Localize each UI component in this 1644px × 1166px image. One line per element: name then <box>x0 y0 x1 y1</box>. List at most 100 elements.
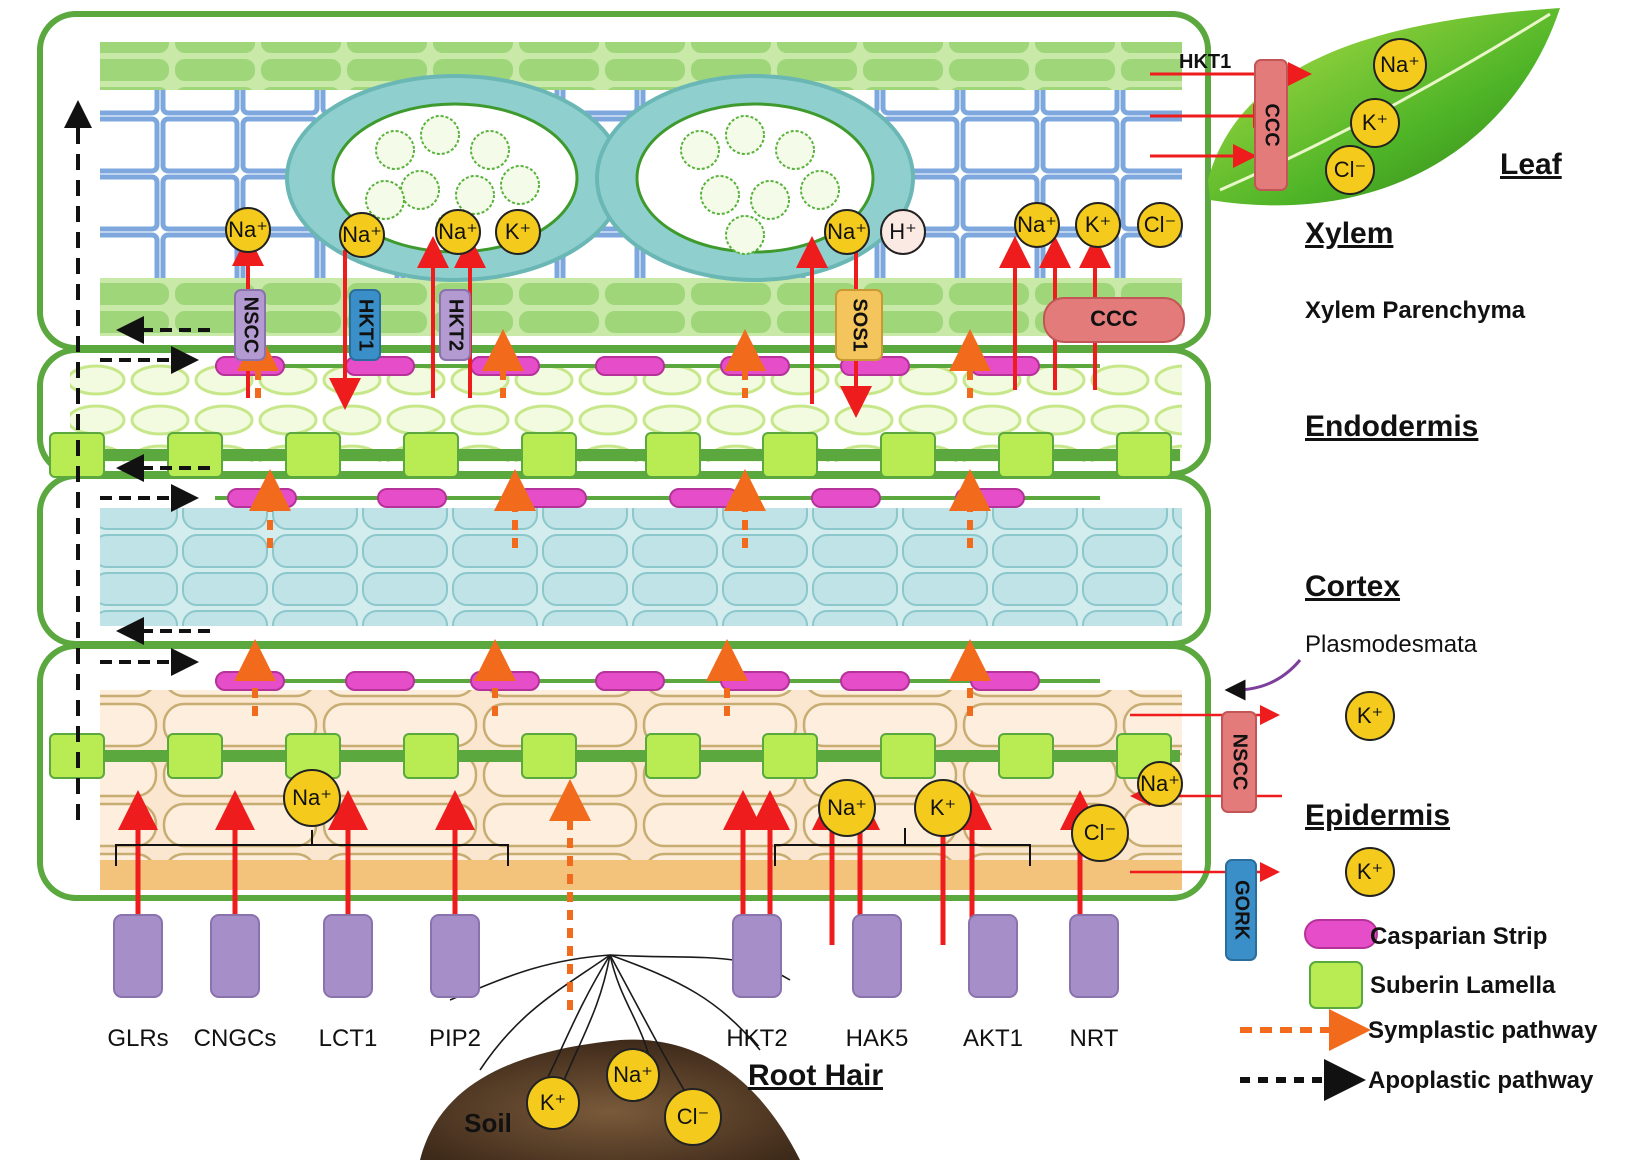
sieve-element <box>700 175 740 215</box>
side-ion-na <box>1137 761 1183 807</box>
casparian-strip <box>345 671 415 691</box>
ion-label: Cl⁻ <box>1334 157 1366 182</box>
suberin-lamella <box>762 432 818 478</box>
ion-label: Na⁺ <box>1140 771 1180 796</box>
bottom-channel-label: HAK5 <box>846 1025 909 1052</box>
epidermis-nscc-channel-label: NSCC <box>1229 734 1251 791</box>
cortex-title: Cortex <box>1305 570 1400 603</box>
ion-label: Cl⁻ <box>1144 212 1176 237</box>
suberin-lamella <box>521 432 577 478</box>
leaf-ion-cl <box>1325 145 1375 195</box>
ion-label: Cl⁻ <box>1084 820 1116 845</box>
sieve-element <box>680 130 720 170</box>
epidermis-nscc-channel <box>1221 711 1257 813</box>
bottom-channel-label: CNGCs <box>194 1025 277 1052</box>
ion-label: Na⁺ <box>292 785 332 810</box>
ion-label: H⁺ <box>889 219 917 244</box>
xylem-ion-k <box>1075 202 1121 248</box>
bottom-channel-label: NRT <box>1070 1025 1119 1052</box>
suberin-lamella <box>403 432 459 478</box>
bottom-channel <box>113 914 163 998</box>
ion-label: Na⁺ <box>228 217 268 242</box>
casparian-strip <box>595 671 665 691</box>
root-hair <box>559 954 611 1091</box>
suberin-lamella <box>880 733 936 779</box>
ion-label: Cl⁻ <box>677 1104 709 1129</box>
root-hair <box>609 954 691 1101</box>
bottom-channel <box>732 914 782 998</box>
suberin-lamella <box>762 733 818 779</box>
legend-suberin-label: Suberin Lamella <box>1370 972 1556 999</box>
leaf-title: Leaf <box>1500 148 1563 181</box>
casparian-strip <box>215 671 285 691</box>
casparian-strip <box>669 488 739 508</box>
legend-casparian-swatch <box>1304 919 1378 949</box>
sieve-element <box>365 180 405 220</box>
hkt1-channel-label: HKT1 <box>355 299 377 351</box>
sieve-element <box>725 215 765 255</box>
leaf-ccc-channel <box>1254 59 1288 191</box>
bottom-channel-label: PIP2 <box>429 1025 481 1052</box>
bottom-channel-label: GLRs <box>107 1025 168 1052</box>
ion-label: K⁺ <box>1085 212 1111 237</box>
suberin-lamella <box>645 733 701 779</box>
ion-label: Na⁺ <box>613 1062 653 1087</box>
sieve-element <box>470 130 510 170</box>
bottom-channel-label: AKT1 <box>963 1025 1023 1052</box>
casparian-strip <box>811 488 881 508</box>
bottom-channel-label: LCT1 <box>319 1025 378 1052</box>
sieve-element <box>750 180 790 220</box>
epidermis-outer-layer <box>100 860 1182 890</box>
bottom-channel <box>968 914 1018 998</box>
sos1-channel <box>835 289 883 361</box>
plasmodesmata-label: Plasmodesmata <box>1305 631 1478 658</box>
soil-ion-cl <box>664 1088 722 1146</box>
ion-label: K⁺ <box>540 1090 566 1115</box>
casparian-strip <box>970 671 1040 691</box>
casparian-strip <box>377 488 447 508</box>
side-ion-k-top <box>1345 691 1395 741</box>
sieve-element <box>800 170 840 210</box>
gork-channel <box>1225 859 1257 961</box>
bracket-right <box>774 828 1031 866</box>
suberin-lamella <box>880 432 936 478</box>
nscc-channel-label: NSCC <box>240 297 262 354</box>
epidermis-ion-na <box>818 779 876 837</box>
suberin-lamella <box>645 432 701 478</box>
ion-label: K⁺ <box>1357 703 1383 728</box>
suberin-lamella <box>167 432 223 478</box>
hkt2-channel <box>439 289 471 361</box>
leaf-hkt1-label: HKT1 <box>1179 51 1231 73</box>
ion-label: K⁺ <box>505 219 531 244</box>
xylem-parenchyma-bottom <box>100 278 1182 336</box>
xylem-ion-na <box>339 212 385 258</box>
leaf-ccc-channel-label: CCC <box>1261 103 1283 146</box>
hkt2-channel-label: HKT2 <box>445 299 467 351</box>
cortex-cells <box>100 508 1182 626</box>
xylem-ion-na <box>435 209 481 255</box>
bottom-channel <box>210 914 260 998</box>
epidermis-ion-k <box>914 779 972 837</box>
sieve-element <box>400 170 440 210</box>
sieve-element <box>375 130 415 170</box>
suberin-lamella <box>285 432 341 478</box>
soil-mound <box>420 1039 800 1160</box>
xylem-ion-cl <box>1137 202 1183 248</box>
casparian-strip <box>720 356 790 376</box>
root-hair <box>609 954 651 1061</box>
ions: Na⁺K⁺Cl⁻Na⁺Na⁺Na⁺K⁺Na⁺H⁺Na⁺K⁺Cl⁻Na⁺Na⁺K⁺… <box>225 38 1427 1146</box>
root-hair <box>479 954 611 1071</box>
suberin-lamella <box>167 733 223 779</box>
xylem-parenchyma-label: Xylem Parenchyma <box>1305 297 1526 324</box>
sieve-element <box>725 115 765 155</box>
casparian-strip <box>720 671 790 691</box>
xylem-ion-k <box>495 209 541 255</box>
soil-label: Soil <box>464 1108 512 1138</box>
sos1-channel-label: SOS1 <box>849 298 871 351</box>
suberin-lamella <box>998 432 1054 478</box>
side-ion-k-bottom <box>1345 847 1395 897</box>
ion-label: Na⁺ <box>827 219 867 244</box>
